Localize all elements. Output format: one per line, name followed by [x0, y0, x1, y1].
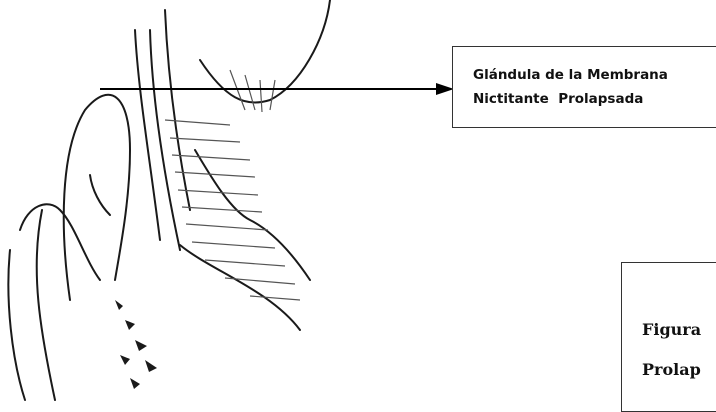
hair-marks [115, 300, 157, 389]
callout-line-1: Glándula de la Membrana [473, 63, 716, 87]
callout-line-2: Nictitante Prolapsada [473, 87, 716, 111]
callout-text: Glándula de la Membrana Nictitante Prola… [473, 63, 716, 111]
eyelid-sketch [8, 0, 330, 400]
caption-line-2: Prolap [642, 350, 716, 390]
callout-label-box: Glándula de la Membrana Nictitante Prola… [452, 46, 716, 128]
figure-caption-text: Figura Prolap [642, 310, 716, 390]
figure-caption-box: Figura Prolap [621, 262, 716, 412]
caption-line-1: Figura [642, 310, 716, 350]
